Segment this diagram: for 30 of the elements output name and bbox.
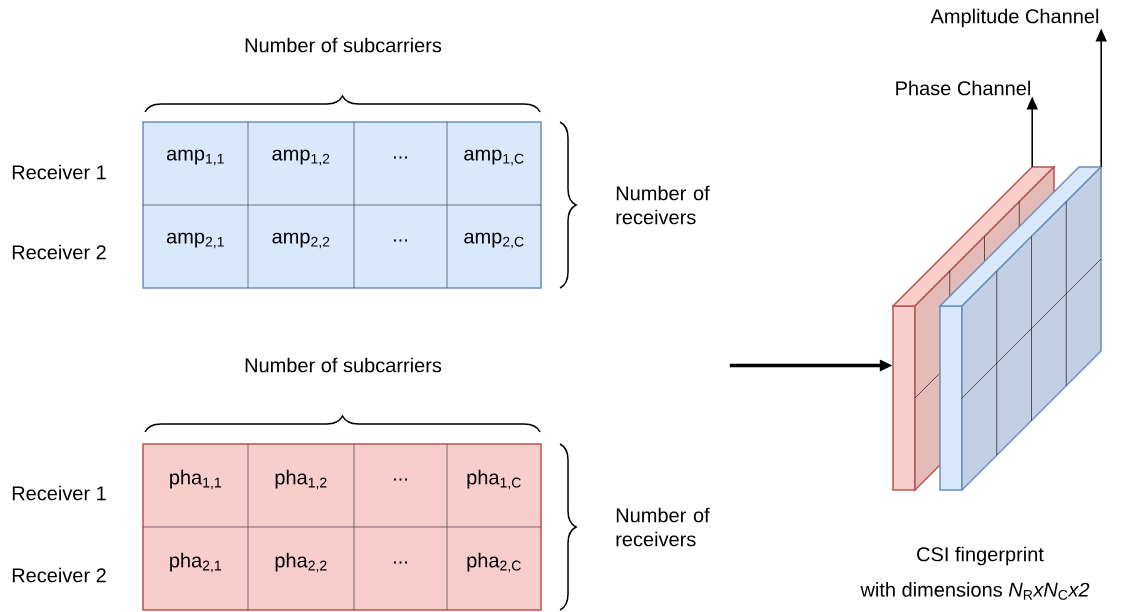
dimension-label: Number of receivers bbox=[616, 185, 710, 225]
row-label: Receiver 2 bbox=[12, 244, 106, 260]
row-label: Receiver 1 bbox=[12, 485, 106, 501]
table-cell: amp$_{1,2}$ bbox=[272, 149, 330, 166]
caption: with dimensions N$_{R}$xN$_{C}$x2 bbox=[860, 582, 1090, 600]
channel-label: Phase Channel bbox=[896, 80, 1030, 96]
dimension-label: Number of subcarriers bbox=[245, 357, 442, 373]
row-label: Receiver 1 bbox=[12, 164, 106, 180]
row-label: Receiver 2 bbox=[12, 567, 106, 583]
table-cell: ... bbox=[394, 478, 408, 481]
table-cell: pha$_{2,2}$ bbox=[275, 552, 327, 573]
table-cell: ... bbox=[394, 156, 408, 159]
table-cell: pha$_{1,C}$ bbox=[467, 469, 521, 490]
dimension-label: Number of subcarriers bbox=[245, 37, 442, 53]
table-grid bbox=[142, 443, 542, 611]
table-cell: ... bbox=[394, 561, 408, 564]
table-cell: pha$_{1,1}$ bbox=[170, 469, 221, 490]
table-cell: pha$_{2,1}$ bbox=[170, 552, 221, 573]
table-cell: pha$_{1,2}$ bbox=[275, 469, 327, 490]
table-cell: ... bbox=[394, 239, 408, 242]
dimension-label: Number of receivers bbox=[616, 507, 710, 547]
table-cell: amp$_{2,C}$ bbox=[464, 232, 524, 249]
caption: CSI fingerprint bbox=[917, 546, 1044, 566]
table-cell: amp$_{2,1}$ bbox=[166, 232, 224, 249]
channel-label: Amplitude Channel bbox=[930, 8, 1099, 28]
table-cell: amp$_{2,2}$ bbox=[272, 232, 330, 249]
table-grid bbox=[142, 121, 542, 289]
table-cell: amp$_{1,1}$ bbox=[166, 149, 224, 166]
table-cell: amp$_{1,C}$ bbox=[464, 149, 524, 166]
table-cell: pha$_{2,C}$ bbox=[467, 552, 521, 573]
